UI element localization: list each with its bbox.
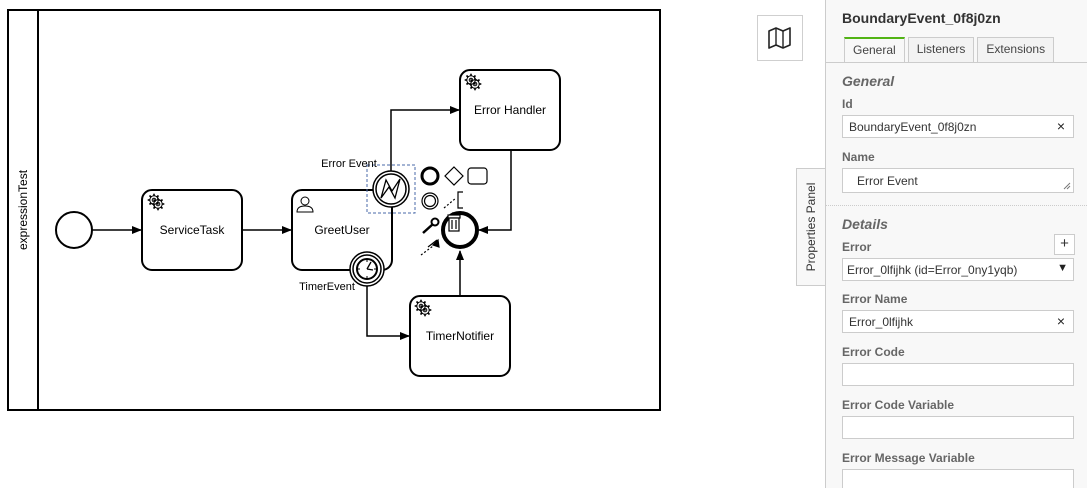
error-handler-task[interactable]: Error Handler [459, 69, 561, 151]
element-id-header: BoundaryEvent_0f8j0zn [842, 10, 1001, 26]
error-message-variable-field[interactable] [842, 469, 1074, 488]
context-pad[interactable] [420, 166, 488, 256]
id-value: BoundaryEvent_0f8j0zn [849, 120, 977, 134]
error-select-value: Error_0lfijhk (id=Error_0ny1yqb) [847, 263, 1018, 277]
error-code-field[interactable] [842, 363, 1074, 386]
tab-extensions[interactable]: Extensions [977, 37, 1055, 62]
properties-panel-toggle-label: Properties Panel [804, 182, 818, 272]
timer-boundary-event[interactable]: TimerEvent [299, 251, 385, 293]
error-label: Error [842, 240, 872, 254]
bpmn-canvas[interactable]: expressionTest ServiceTask GreetUser Err… [0, 0, 790, 488]
error-boundary-event[interactable]: Error Event [321, 158, 416, 214]
flow-timer-to-notifier [366, 285, 410, 340]
map-icon [768, 27, 791, 49]
error-handler-label: Error Handler [474, 103, 546, 117]
tabs-divider [826, 62, 1087, 63]
properties-panel: BoundaryEvent_0f8j0zn General Listeners … [825, 0, 1087, 488]
text-annotation-icon[interactable] [443, 191, 463, 209]
user-icon [296, 196, 314, 213]
tab-listeners[interactable]: Listeners [907, 37, 975, 62]
error-name-label: Error Name [842, 292, 908, 306]
wrench-icon[interactable] [422, 217, 440, 234]
id-field[interactable]: BoundaryEvent_0f8j0zn × [842, 115, 1074, 138]
chevron-down-icon: ▼ [1057, 262, 1068, 274]
flow-handler-to-end [478, 150, 512, 234]
add-error-button[interactable]: + [1054, 234, 1075, 255]
append-gateway-icon[interactable] [444, 166, 464, 186]
details-group: Details Error + Error_0lfijhk (id=Error_… [826, 216, 1087, 488]
service-task-label: ServiceTask [160, 223, 226, 237]
error-select[interactable]: Error_0lfijhk (id=Error_0ny1yqb) ▼ [842, 258, 1074, 281]
selection-outline [366, 164, 416, 214]
general-group: General Id BoundaryEvent_0f8j0zn × Name … [826, 73, 1087, 193]
name-label: Name [842, 150, 875, 164]
details-group-title: Details [842, 216, 888, 232]
error-name-field[interactable]: Error_0lfijhk × [842, 310, 1074, 333]
start-event[interactable] [55, 211, 93, 249]
error-event-label: Error Event [321, 158, 377, 170]
clear-id-button[interactable]: × [1056, 118, 1065, 134]
error-name-value: Error_0lfijhk [849, 315, 914, 329]
properties-panel-toggle[interactable]: Properties Panel [796, 168, 825, 286]
name-value: Error Event [857, 174, 918, 188]
timer-event-label: TimerEvent [299, 281, 355, 293]
lightning-icon [380, 178, 401, 200]
resize-handle-icon[interactable] [1063, 182, 1071, 190]
timer-notifier-task[interactable]: TimerNotifier [409, 295, 511, 377]
sequence-flows[interactable] [92, 106, 512, 340]
minimap-button[interactable] [757, 15, 803, 61]
lane-label: expressionTest [16, 169, 30, 250]
general-group-title: General [842, 73, 895, 89]
error-code-label: Error Code [842, 345, 905, 359]
append-end-event-icon[interactable] [420, 166, 440, 186]
error-code-variable-field[interactable] [842, 416, 1074, 439]
flow-error-to-handler [390, 106, 460, 172]
error-message-variable-label: Error Message Variable [842, 451, 975, 465]
timer-notifier-label: TimerNotifier [426, 329, 494, 343]
service-task[interactable]: ServiceTask [141, 189, 243, 271]
clock-icon [356, 258, 378, 280]
properties-tabs: General Listeners Extensions [844, 37, 1087, 62]
error-code-variable-label: Error Code Variable [842, 398, 955, 412]
clear-error-name-button[interactable]: × [1056, 313, 1065, 329]
id-label: Id [842, 97, 853, 111]
append-task-icon[interactable] [467, 167, 488, 185]
pool[interactable] [7, 9, 661, 411]
tab-general[interactable]: General [844, 37, 905, 62]
group-separator [826, 205, 1087, 206]
name-field[interactable]: Error Event [842, 168, 1074, 193]
greet-user-label: GreetUser [314, 223, 369, 237]
connect-icon[interactable] [420, 238, 440, 256]
trash-icon[interactable] [447, 212, 461, 232]
